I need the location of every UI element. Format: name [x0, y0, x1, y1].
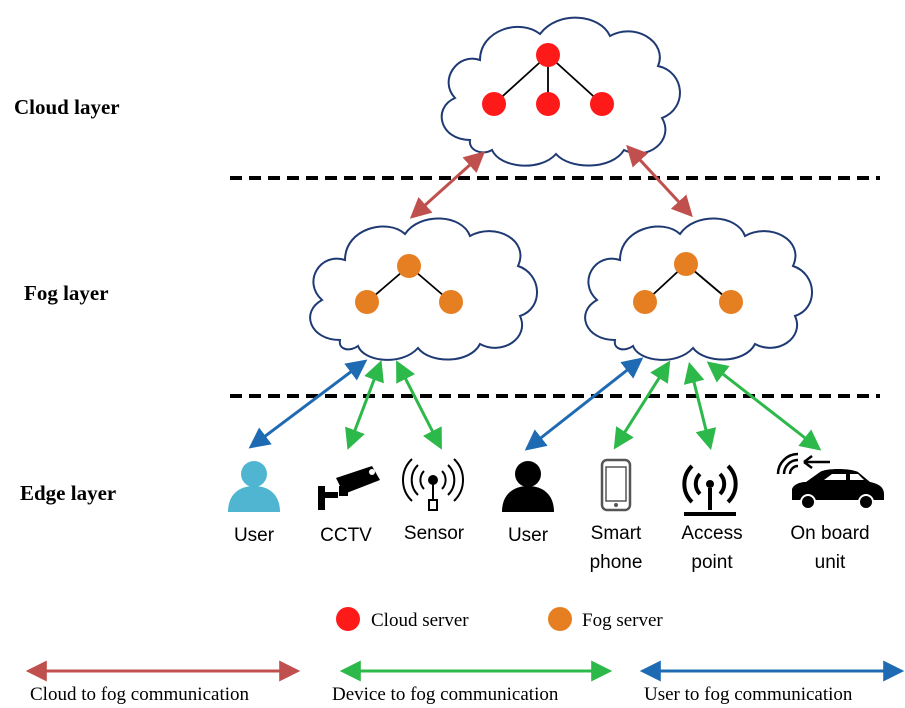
cloud-server-node [536, 43, 560, 67]
fog-server-node [674, 252, 698, 276]
device-to-fog-arrow [706, 361, 822, 451]
cloud-server-node [590, 92, 614, 116]
device-label-onboard-line2: unit [815, 552, 846, 573]
device-label-access-point-line1: Access [681, 523, 742, 544]
user-icon [228, 461, 280, 512]
device-label-access-point-line2: point [691, 552, 733, 573]
user-to-fog-arrow [248, 359, 368, 449]
fog-cloud-left [309, 217, 538, 361]
fog-server-node [397, 254, 421, 278]
device-to-fog-arrow [396, 360, 442, 450]
fog-server-node [439, 290, 463, 314]
fog-server-node [719, 290, 743, 314]
device-to-fog-arrow [613, 360, 671, 450]
car-icon [776, 452, 884, 510]
cloud-server-legend-label: Cloud server [371, 610, 469, 631]
cloud-layer-cloud [440, 16, 681, 167]
device-label-user: User [508, 525, 549, 546]
device-to-fog-arrow [345, 360, 384, 450]
cloud-layer-label: Cloud layer [14, 95, 120, 119]
device-to-fog-arrow [683, 361, 717, 451]
smartphone-icon [600, 458, 632, 512]
fog-server-legend-label: Fog server [582, 610, 663, 631]
fog-server-legend-swatch [548, 607, 572, 631]
device-label-smartphone-line1: Smart [591, 523, 642, 544]
device-label-onboard-line1: On board [790, 523, 869, 544]
sensor-icon [402, 458, 464, 511]
edge-layer-label: Edge layer [20, 481, 116, 505]
fog-server-node [355, 290, 379, 314]
device-label-smartphone-line2: phone [590, 552, 643, 573]
device-label-user: User [234, 525, 275, 546]
cloud-to-fog-legend-label: Cloud to fog communication [30, 684, 250, 705]
server-legend: Cloud server Fog server [336, 607, 663, 631]
cloud-server-node [536, 92, 560, 116]
device-label-cctv: CCTV [320, 525, 372, 546]
device-labels: User CCTV Sensor User Smart phone Access… [234, 523, 870, 573]
cloud-to-fog-arrow [409, 151, 486, 219]
device-label-sensor: Sensor [404, 523, 465, 544]
user-to-fog-legend-label: User to fog communication [644, 684, 853, 705]
fog-cloud-right [584, 217, 813, 361]
communication-legend: Cloud to fog communication Device to fog… [25, 660, 905, 705]
access-point-icon [682, 464, 738, 516]
user-icon [502, 461, 554, 512]
cloud-to-fog-arrow [626, 144, 693, 218]
fog-server-node [633, 290, 657, 314]
cloud-server-legend-swatch [336, 607, 360, 631]
cloud-server-node [482, 92, 506, 116]
fog-layer-label: Fog layer [24, 281, 109, 305]
cctv-icon [318, 466, 380, 510]
device-to-fog-legend-label: Device to fog communication [332, 684, 559, 705]
